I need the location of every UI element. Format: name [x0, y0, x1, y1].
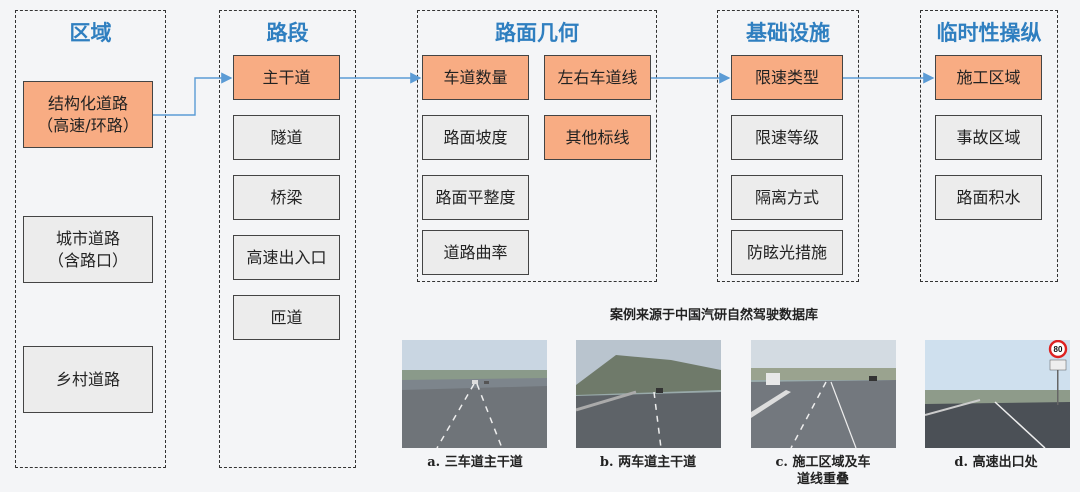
column-geometry: 路面几何 — [417, 10, 657, 282]
photo-two-lane-highway — [576, 340, 721, 448]
column-title-region: 区域 — [69, 21, 112, 45]
geometry-box: 道路曲率 — [422, 230, 529, 275]
segment-box: 主干道 — [233, 55, 340, 100]
segment-box: 桥梁 — [233, 175, 340, 220]
photo-highway-exit: 80 — [925, 340, 1070, 448]
photo-construction-zone — [751, 340, 896, 448]
geometry-box: 其他标线 — [544, 115, 651, 160]
column-infrastructure: 基础设施 — [717, 10, 859, 282]
temporary-box: 施工区域 — [935, 55, 1042, 100]
column-region: 区域 — [15, 10, 166, 468]
temporary-box: 事故区域 — [935, 115, 1042, 160]
infrastructure-box: 限速等级 — [731, 115, 843, 160]
segment-box: 隧道 — [233, 115, 340, 160]
photo-three-lane-highway — [402, 340, 547, 448]
geometry-box: 左右车道线 — [544, 55, 651, 100]
infrastructure-box: 防眩光措施 — [731, 230, 843, 275]
geometry-box: 路面平整度 — [422, 175, 529, 220]
photo-caption: b. 两车道主干道 — [599, 455, 697, 470]
region-box: 城市道路 （含路口） — [23, 216, 153, 283]
region-box: 乡村道路 — [23, 346, 153, 413]
speed-limit-sign: 80 — [1054, 345, 1063, 354]
geometry-box: 路面坡度 — [422, 115, 529, 160]
column-title-geometry: 路面几何 — [495, 21, 579, 45]
column-temporary: 临时性操纵 — [920, 10, 1058, 282]
temporary-box: 路面积水 — [935, 175, 1042, 220]
photo-caption: a. 三车道主干道 — [427, 455, 523, 470]
arrow-region-to-segment — [153, 72, 233, 116]
column-segment: 路段 — [219, 10, 356, 468]
infrastructure-box: 隔离方式 — [731, 175, 843, 220]
region-box: 结构化道路 （高速/环路） — [23, 81, 153, 148]
geometry-box: 车道数量 — [422, 55, 529, 100]
infrastructure-box: 限速类型 — [731, 55, 843, 100]
column-title-infrastructure: 基础设施 — [746, 21, 830, 45]
photo-caption: d. 高速出口处 — [954, 455, 1038, 470]
photo-caption: c. 施工区域及车 道线重叠 — [775, 455, 871, 487]
segment-box: 高速出入口 — [233, 235, 340, 280]
source-note: 案例来源于中国汽研自然驾驶数据库 — [610, 308, 819, 323]
segment-box: 匝道 — [233, 295, 340, 340]
column-title-temporary: 临时性操纵 — [936, 21, 1042, 45]
column-title-segment: 路段 — [266, 21, 309, 45]
